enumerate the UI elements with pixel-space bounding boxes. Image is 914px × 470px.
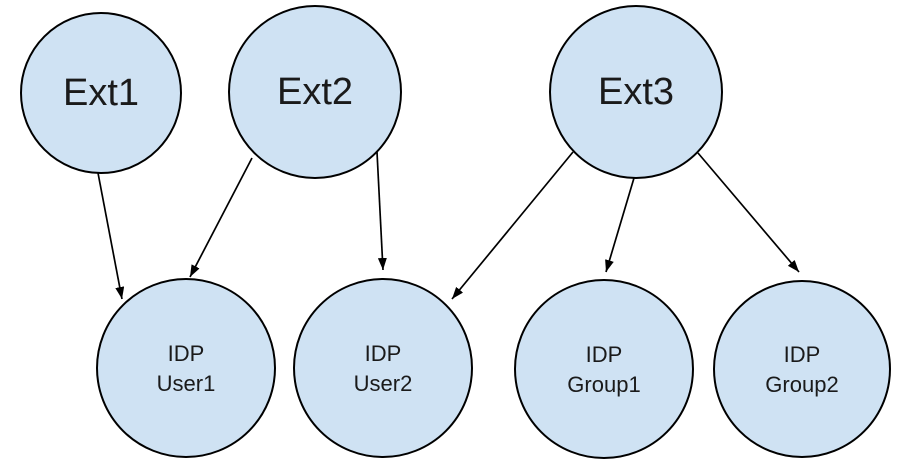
edge-ext3-to-idp-group2 [697,152,800,273]
node-circle-idp-user1 [96,278,276,458]
node-circle-ext3 [549,5,723,179]
node-ext1: Ext1 [20,12,182,174]
node-label-idp-user2: IDP User2 [354,341,413,396]
node-label-line: Ext1 [63,72,139,114]
edge-ext2-to-idp-user2 [376,151,387,271]
node-idp-user1: IDP User1 [96,278,276,458]
node-label-line: User2 [354,371,413,396]
node-label-line: IDP [168,341,205,366]
node-label-line: IDP [784,342,821,367]
node-label-idp-group2: IDP Group2 [765,342,838,397]
node-label-ext2: Ext2 [277,71,353,113]
edge-ext1-to-idp-user1 [97,172,125,300]
edge-ext2-to-idp-user1 [189,157,253,278]
node-circle-idp-group1 [514,279,694,459]
node-label-line: IDP [365,341,402,366]
node-circle-ext2 [228,5,402,179]
node-label-ext3: Ext3 [598,71,674,113]
edges-layer [97,151,800,300]
node-label-line: Group2 [765,372,838,397]
node-circle-idp-group2 [713,280,891,458]
node-idp-group1: IDP Group1 [514,279,694,459]
node-ext2: Ext2 [228,5,402,179]
node-label-idp-user1: IDP User1 [157,341,216,396]
node-idp-user2: IDP User2 [293,278,473,458]
node-label-line: User1 [157,371,216,396]
edge-ext3-to-idp-group1 [605,177,635,273]
node-label-idp-group1: IDP Group1 [567,342,640,397]
node-ext3: Ext3 [549,5,723,179]
node-circle-ext1 [20,12,182,174]
edge-ext3-to-idp-user2 [451,151,574,300]
node-idp-group2: IDP Group2 [713,280,891,458]
node-label-line: Group1 [567,372,640,397]
node-label-ext1: Ext1 [63,72,139,114]
node-label-line: IDP [586,342,623,367]
node-label-line: Ext2 [277,71,353,113]
node-circle-idp-user2 [293,278,473,458]
node-label-line: Ext3 [598,71,674,113]
